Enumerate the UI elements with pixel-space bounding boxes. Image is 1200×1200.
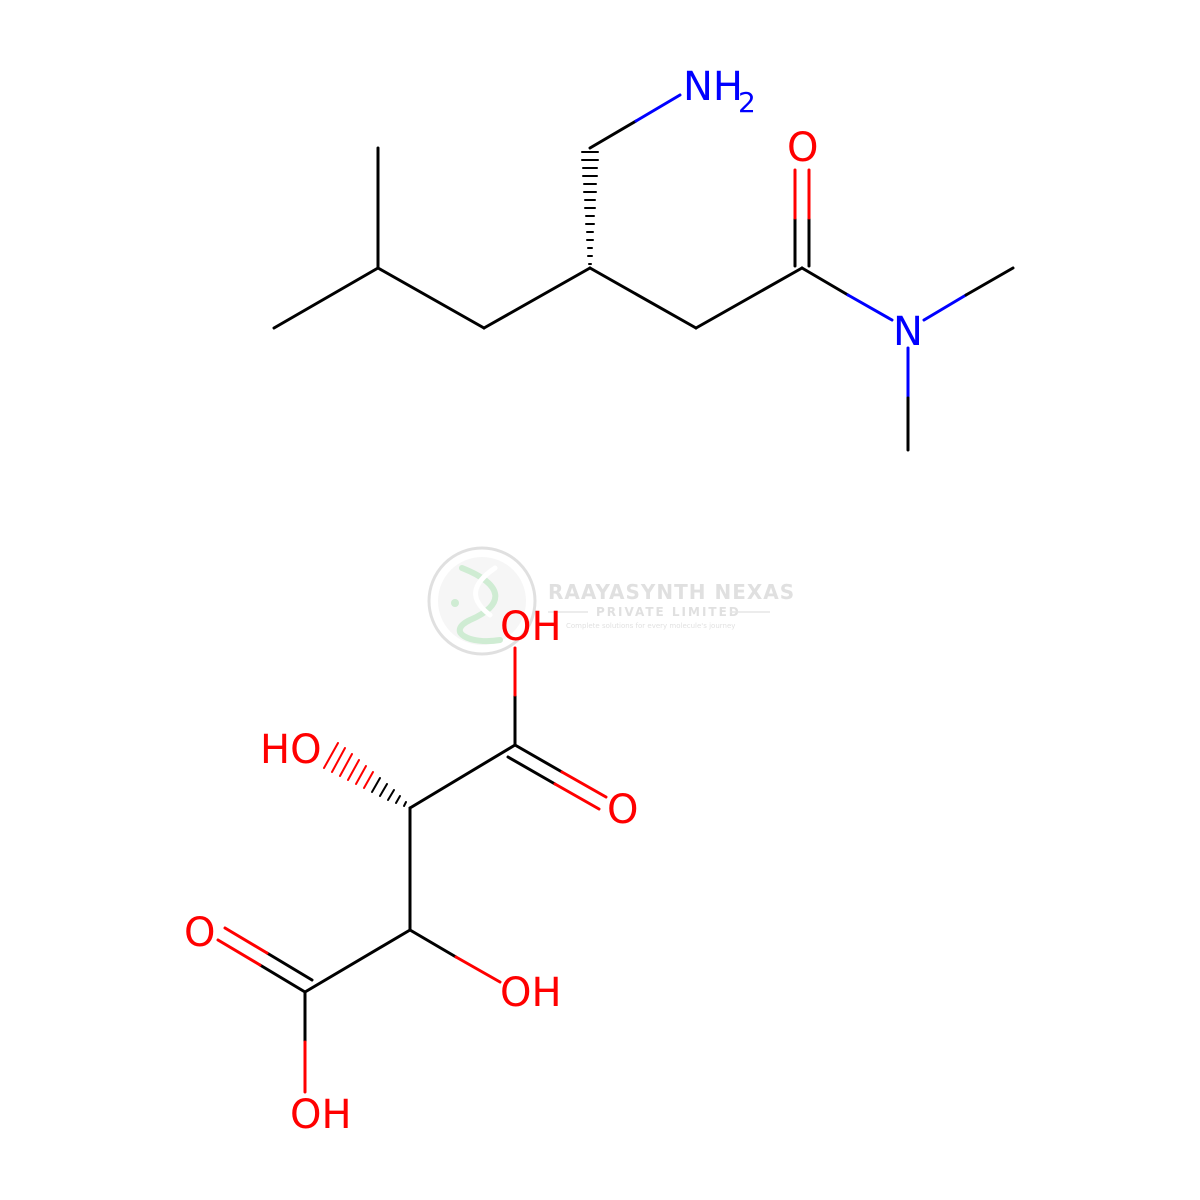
bond xyxy=(588,266,698,330)
bond xyxy=(223,926,269,955)
bond xyxy=(265,951,314,982)
bond xyxy=(922,293,968,322)
bond xyxy=(272,266,380,330)
bond xyxy=(560,770,608,799)
watermark-company-type: PRIVATE LIMITED xyxy=(596,605,741,619)
bond xyxy=(694,266,804,330)
watermark-inner-disc xyxy=(438,557,526,645)
top-acid-hydroxyl-label: OH xyxy=(500,604,562,650)
amide-nitrogen-label: N xyxy=(893,309,923,355)
bond xyxy=(303,928,412,994)
molecule-1: NH 2 O N xyxy=(272,64,1015,452)
watermark-logo: RAAYASYNTH NEXAS PRIVATE LIMITED Complet… xyxy=(427,546,795,656)
amine-hydrogen-count: 2 xyxy=(738,86,756,119)
watermark-tagline: Complete solutions for every molecule's … xyxy=(566,622,735,630)
bond xyxy=(846,293,894,322)
hashed-wedge-bond xyxy=(323,742,407,807)
bond xyxy=(588,119,638,150)
bond xyxy=(800,266,850,297)
dna-helix-strand-icon xyxy=(473,565,498,618)
upper-alpha-hydroxyl-label: HO xyxy=(260,727,322,773)
bond xyxy=(376,266,486,330)
carbonyl-oxygen-label: O xyxy=(787,125,818,171)
bond xyxy=(513,743,564,774)
bond xyxy=(482,266,592,330)
bond xyxy=(553,782,601,811)
bond xyxy=(408,743,517,810)
bond xyxy=(454,955,502,984)
molecule-2: OH O HO OH O OH xyxy=(184,604,638,1138)
bond xyxy=(634,93,682,123)
hashed-wedge-bond xyxy=(581,151,599,265)
bond xyxy=(506,755,557,786)
amine-nitrogen-label: NH xyxy=(683,64,743,110)
bond xyxy=(408,928,458,959)
bond xyxy=(258,963,307,994)
top-carbonyl-oxygen-label: O xyxy=(607,787,638,833)
bottom-acid-hydroxyl-label: OH xyxy=(290,1092,352,1138)
bond xyxy=(964,266,1015,297)
bottom-carbonyl-oxygen-label: O xyxy=(184,910,215,956)
dna-node-icon xyxy=(451,599,459,607)
dna-helix-icon xyxy=(456,565,503,644)
watermark-company: RAAYASYNTH NEXAS xyxy=(548,580,795,604)
lower-alpha-hydroxyl-label: OH xyxy=(500,970,562,1016)
bond xyxy=(216,938,262,967)
watermark-outer-ring xyxy=(427,546,537,656)
